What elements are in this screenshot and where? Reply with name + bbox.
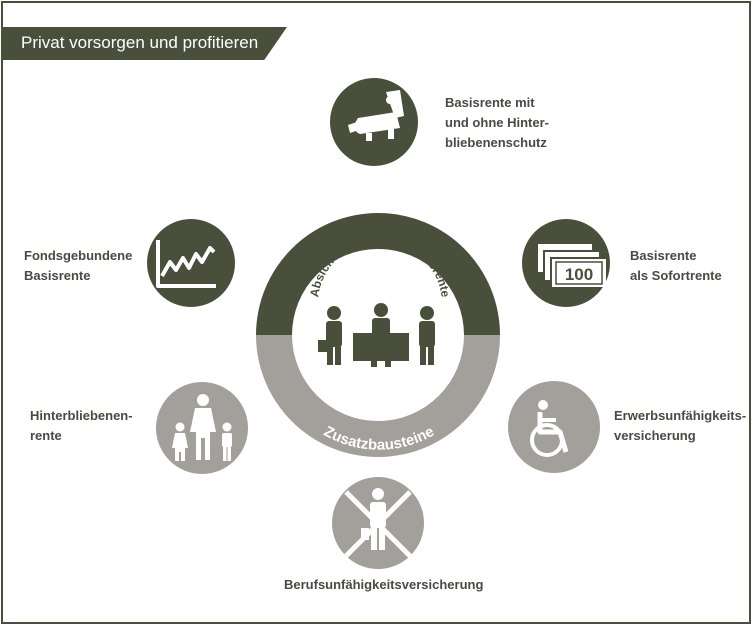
ring-bottom-segment	[256, 335, 500, 457]
title-banner: Privat vorsorgen und profitieren	[3, 27, 287, 60]
family-icon	[172, 394, 232, 461]
label-erwerbsunfaehigkeit: Erwerbsunfähigkeits- versicherung	[614, 408, 747, 443]
meeting-icon	[318, 303, 435, 367]
hinterbliebenen-option	[156, 382, 248, 474]
label-fondsgebundene: Fondsgebundene Basisrente	[24, 248, 133, 283]
banknotes-icon: 100	[538, 244, 606, 287]
recliner-option	[330, 78, 418, 166]
sofortrente-option: 100	[522, 219, 610, 307]
wheelchair-icon	[530, 400, 569, 457]
label-sofortrente: Basisrente als Sofortrente	[630, 248, 722, 283]
center-ring: Vertragsvarianten Absicherung mit der Ba…	[256, 140, 500, 457]
label-hinterbliebenenrente: Hinterbliebenen- rente	[30, 408, 133, 443]
fonds-option	[147, 219, 235, 307]
chart-icon	[156, 240, 216, 288]
label-berufsunfaehigkeit: Berufsunfähigkeitsversicherung	[284, 577, 484, 592]
ring-top-segment	[256, 213, 500, 335]
banknote-badge: 100	[565, 265, 593, 284]
recliner-icon	[348, 90, 404, 141]
crossed-worker-icon	[344, 488, 412, 558]
erwerbsunfaehigkeit-option	[508, 381, 600, 473]
label-basisrente-hinterbliebenenschutz: Basisrente mit und ohne Hinter- bliebene…	[445, 95, 549, 150]
berufsunfaehigkeit-option	[332, 477, 424, 569]
page-title: Privat vorsorgen und profitieren	[21, 33, 259, 52]
